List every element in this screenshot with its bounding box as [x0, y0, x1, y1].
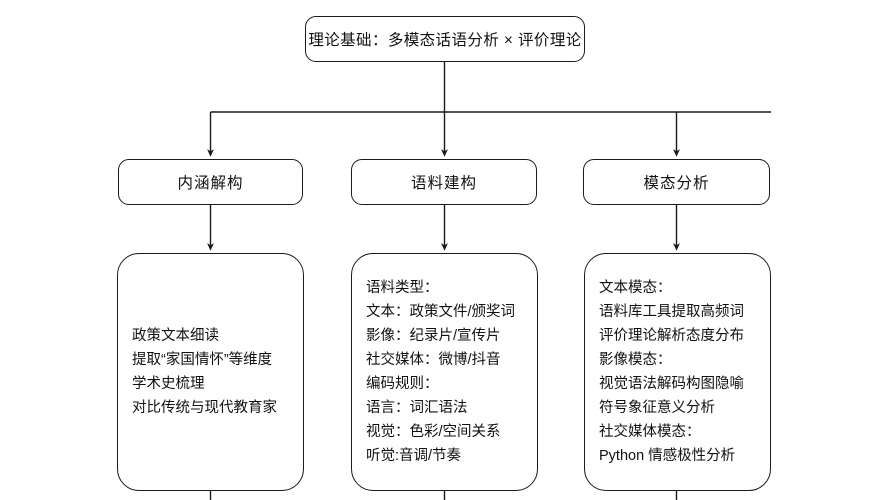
detail-line: 影像模态： [599, 352, 672, 368]
node-stage-modality-analysis[interactable]: 模态分析 [583, 159, 770, 205]
detail-line: 政策文本细读 [132, 328, 219, 344]
detail-line: 提取“家国情怀”等维度 [132, 352, 273, 368]
node-stage-corpus-construction[interactable]: 语料建构 [351, 159, 537, 205]
node-stage-label: 语料建构 [410, 175, 477, 192]
detail-line-list: 文本模态： 语料库工具提取高频词 评价理论解析态度分布 影像模态： 视觉语法解码… [585, 276, 770, 468]
detail-line: Python 情感极性分析 [599, 448, 736, 464]
detail-line: 视觉语法解码构图隐喻 [599, 376, 744, 392]
detail-line: 文本：政策文件/颁奖词 [366, 304, 516, 320]
detail-line: 语言：词汇语法 [366, 400, 468, 416]
detail-line: 影像：纪录片/宣传片 [366, 328, 501, 344]
detail-line: 语料库工具提取高频词 [599, 304, 744, 320]
detail-line: 评价理论解析态度分布 [599, 328, 744, 344]
detail-line: 视觉：色彩/空间关系 [366, 424, 501, 440]
node-root-label: 理论基础：多模态话语分析 × 评价理论 [308, 32, 582, 49]
node-detail-modality-analysis[interactable]: 文本模态： 语料库工具提取高频词 评价理论解析态度分布 影像模态： 视觉语法解码… [584, 253, 771, 491]
node-detail-connotation-deconstruction[interactable]: 政策文本细读 提取“家国情怀”等维度 学术史梳理 对比传统与现代教育家 [117, 253, 304, 491]
detail-line: 社交媒体：微博/抖音 [366, 352, 501, 368]
node-stage-label: 模态分析 [643, 175, 710, 192]
detail-line: 语料类型： [366, 280, 439, 296]
node-detail-corpus-construction[interactable]: 语料类型： 文本：政策文件/颁奖词 影像：纪录片/宣传片 社交媒体：微博/抖音 … [351, 253, 538, 491]
detail-line: 符号象征意义分析 [599, 400, 715, 416]
node-root-theory-foundation[interactable]: 理论基础：多模态话语分析 × 评价理论 [305, 16, 585, 62]
node-stage-label: 内涵解构 [177, 175, 244, 192]
detail-line: 社交媒体模态： [599, 424, 701, 440]
detail-line: 文本模态： [599, 280, 672, 296]
detail-line: 学术史梳理 [132, 376, 205, 392]
node-stage-connotation-deconstruction[interactable]: 内涵解构 [118, 159, 303, 205]
detail-line: 编码规则： [366, 376, 439, 392]
detail-line-list: 语料类型： 文本：政策文件/颁奖词 影像：纪录片/宣传片 社交媒体：微博/抖音 … [352, 276, 537, 468]
detail-line: 听觉:音调/节奏 [366, 448, 462, 464]
detail-line: 对比传统与现代教育家 [132, 400, 277, 416]
detail-line-list: 政策文本细读 提取“家国情怀”等维度 学术史梳理 对比传统与现代教育家 [118, 324, 303, 420]
